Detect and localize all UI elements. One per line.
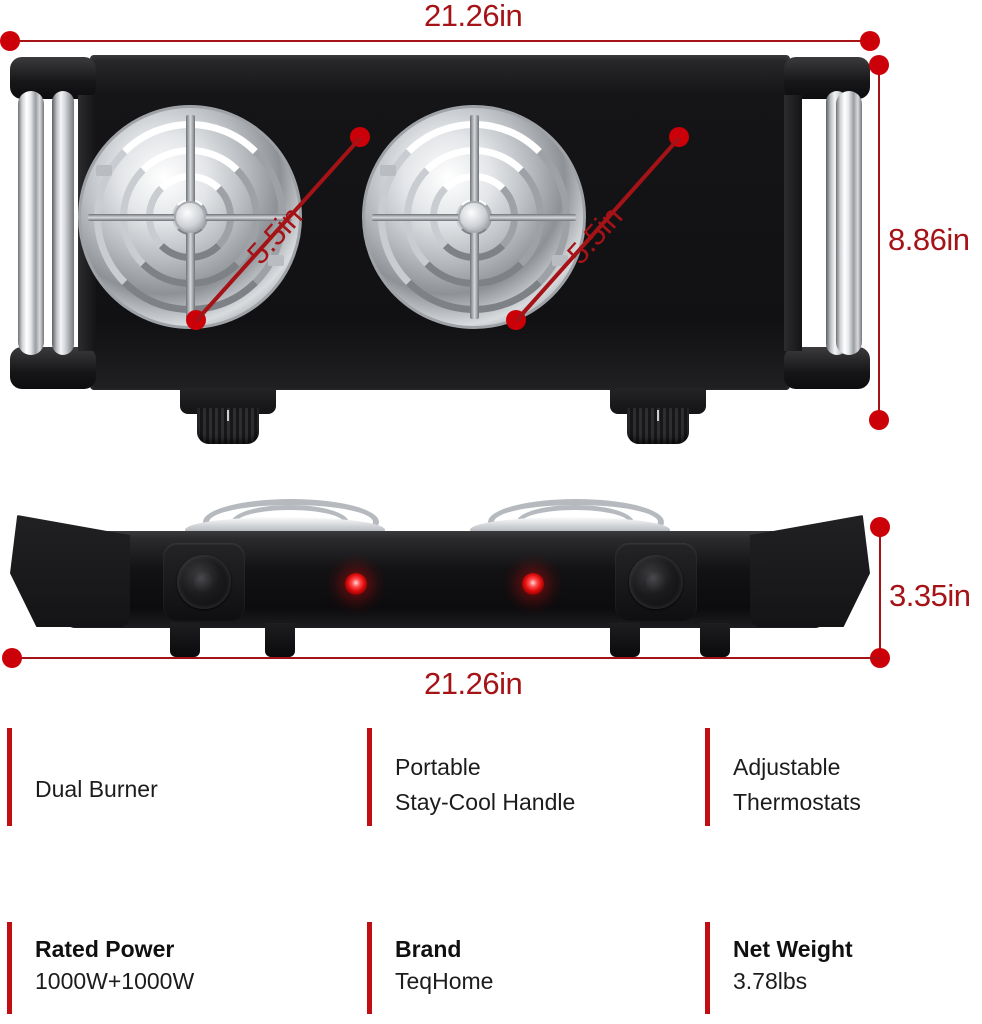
spec-value: 3.78lbs <box>733 968 808 994</box>
control-knob-right-front[interactable] <box>615 543 697 621</box>
accent-bar <box>7 922 12 1014</box>
dimension-label-front-width: 21.26in <box>424 666 523 701</box>
dimension-endpoint <box>0 31 20 51</box>
handle-cap-top <box>784 57 870 99</box>
accent-bar <box>705 922 710 1014</box>
indicator-light-left <box>345 573 367 595</box>
stove-foot <box>170 623 200 657</box>
dimension-label-front-height: 3.35in <box>889 578 971 613</box>
stove-foot <box>265 623 295 657</box>
handle-cap-bottom <box>784 347 870 389</box>
spec-item-brand: Brand TeqHome <box>367 922 707 1014</box>
feature-line-2: Stay-Cool Handle <box>395 789 576 815</box>
feature-line-1: Portable <box>395 754 481 780</box>
spec-title: Rated Power <box>35 936 175 962</box>
spec-title: Net Weight <box>733 936 853 962</box>
dimension-label-depth: 8.86in <box>888 222 970 257</box>
feature-line-1: Dual Burner <box>35 776 158 802</box>
dimension-endpoint <box>870 648 890 668</box>
handle-bracket-left <box>10 515 130 627</box>
burner-hub <box>174 201 206 233</box>
accent-bar <box>367 922 372 1014</box>
knob-dial <box>177 555 231 609</box>
dimension-endpoint <box>2 648 22 668</box>
handle-bracket-right <box>750 515 870 627</box>
knob-dial <box>629 555 683 609</box>
knob-tick <box>657 410 659 421</box>
product-top-view <box>10 55 870 444</box>
feature-item-dual-burner: Dual Burner <box>7 728 347 828</box>
handle-strut <box>784 95 802 351</box>
accent-bar <box>367 728 372 826</box>
feature-line-1: Adjustable <box>733 754 841 780</box>
dimension-line-front-height <box>879 527 881 658</box>
spec-item-net-weight: Net Weight 3.78lbs <box>705 922 982 1014</box>
burner-tab <box>96 165 112 176</box>
control-knob-left-topview[interactable] <box>180 388 276 444</box>
control-knob-left-front[interactable] <box>163 543 245 621</box>
control-knob-right-topview[interactable] <box>610 388 706 444</box>
burner-tab <box>268 255 284 266</box>
handle-chrome-bar <box>18 91 44 355</box>
spec-value: TeqHome <box>395 968 494 994</box>
feature-item-adjustable-thermostats: Adjustable Thermostats <box>705 728 982 828</box>
feature-row: Dual Burner Portable Stay-Cool Handle Ad… <box>0 728 982 838</box>
stove-foot <box>610 623 640 657</box>
spec-row: Rated Power 1000W+1000W Brand TeqHome Ne… <box>0 922 982 1017</box>
dimension-endpoint <box>860 31 880 51</box>
spec-value: 1000W+1000W <box>35 968 195 994</box>
burner-tab <box>552 255 568 266</box>
feature-line-2: Thermostats <box>733 789 861 815</box>
feature-item-portable-handle: Portable Stay-Cool Handle <box>367 728 707 828</box>
handle-chrome-bar <box>836 91 862 355</box>
indicator-light-right <box>522 573 544 595</box>
spec-title: Brand <box>395 936 462 962</box>
dimension-line-front-width <box>10 657 880 659</box>
handle-right <box>784 57 870 389</box>
spec-item-rated-power: Rated Power 1000W+1000W <box>7 922 347 1014</box>
burner-left <box>78 105 302 329</box>
accent-bar <box>705 728 710 826</box>
burner-hub <box>458 201 490 233</box>
dimension-endpoint <box>869 55 889 75</box>
burner-right <box>362 105 586 329</box>
handle-chrome-bar-inner <box>52 91 74 355</box>
dimension-line-depth <box>878 65 880 420</box>
dimension-line-top-width <box>10 40 870 42</box>
knob-tick <box>227 410 229 421</box>
stove-foot <box>700 623 730 657</box>
dimension-endpoint <box>869 410 889 430</box>
handle-cap-bottom <box>10 347 96 389</box>
dimension-endpoint <box>870 517 890 537</box>
burner-tab <box>380 165 396 176</box>
product-front-view <box>10 495 870 660</box>
accent-bar <box>7 728 12 826</box>
dimension-label-top-width: 21.26in <box>424 0 523 33</box>
